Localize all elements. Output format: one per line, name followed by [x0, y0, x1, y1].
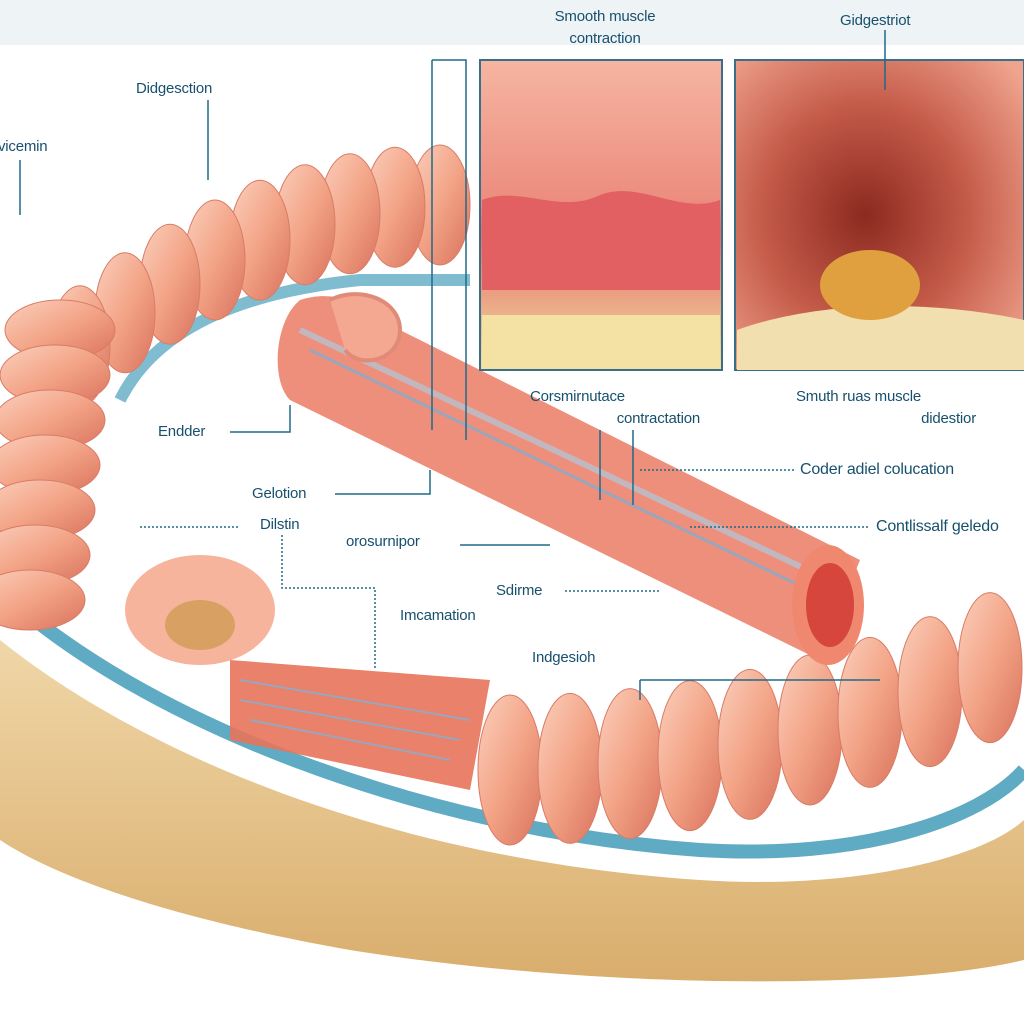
label-line: contractation	[616, 410, 700, 427]
label-line: Corsmirnutace	[530, 388, 625, 405]
intestine-segment	[717, 668, 783, 820]
intestine-segment	[0, 569, 86, 631]
label-endder: Endder	[158, 423, 206, 440]
intestine-segment	[657, 680, 723, 832]
intestine-segment	[597, 688, 663, 840]
intestine-segment	[537, 692, 603, 844]
label-sdirme: Sdirme	[496, 582, 543, 599]
intestine-segment	[477, 694, 543, 846]
label-line: Smooth muscle	[554, 8, 656, 25]
label-indgesioh: Indgesioh	[532, 649, 596, 666]
label-line: didestior	[921, 410, 976, 427]
intestine-segment	[957, 592, 1023, 744]
intestine-segment	[837, 636, 903, 788]
label-line: contraction	[569, 30, 641, 47]
top-band	[0, 0, 1024, 45]
label-corsmirnutace-contractation: Corsmirnutace contractation	[530, 386, 700, 430]
tube-cross-section	[277, 296, 864, 665]
label-smooth-muscle-contraction: Smooth muscle contraction	[530, 6, 680, 50]
blue-rim	[0, 584, 1024, 859]
label-didgesction: Didgesction	[136, 80, 213, 97]
intestine-segment	[897, 616, 963, 768]
label-gelotion: Gelotion	[252, 485, 307, 502]
inset-lumen	[734, 59, 1024, 371]
label-orosurnipor: orosurnipor	[346, 533, 420, 550]
intestine-segments	[0, 144, 1023, 846]
label-imcamation: Imcamation	[400, 607, 476, 624]
label-smuth-ruas-muscle: Smuth ruas muscle didestior	[796, 386, 976, 430]
label-line: Smuth ruas muscle	[796, 388, 921, 405]
sand-base	[0, 640, 1024, 982]
label-contlissalf-geledo: Contlissalf geledo	[876, 518, 999, 535]
label-vicemin: vicemin	[0, 138, 48, 155]
label-dilstin: Dilstin	[260, 516, 300, 533]
intestine-segment	[777, 654, 843, 806]
label-gidgestriot: Gidgestriot	[840, 12, 911, 29]
label-coder-adiel-colucation: Coder adiel colucation	[800, 461, 954, 478]
inset-smooth-muscle	[479, 59, 723, 371]
